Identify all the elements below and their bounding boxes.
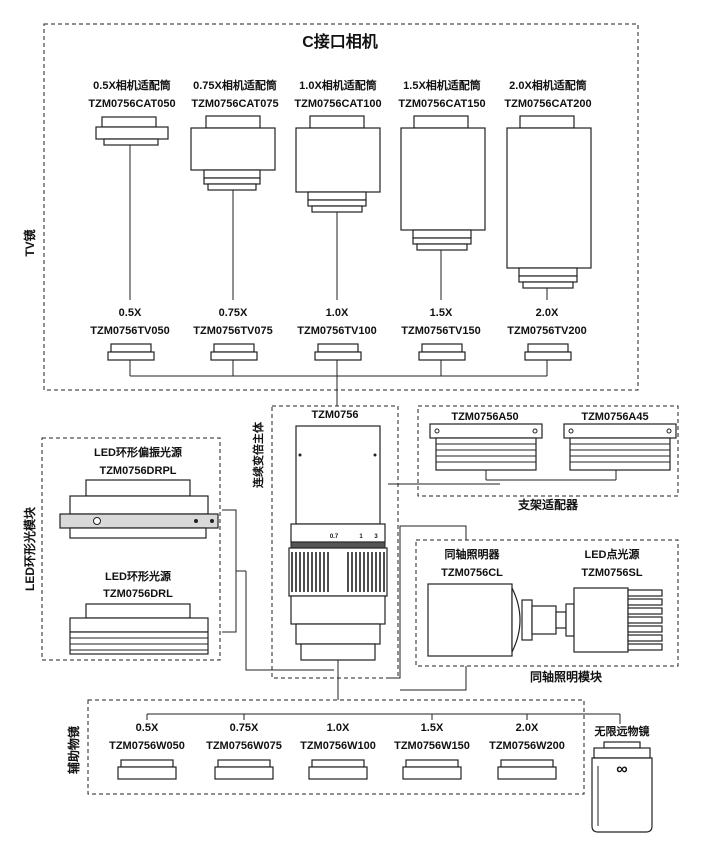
stand-adapter-label: 支架适配器	[517, 497, 579, 512]
aux-objective-bracket	[146, 713, 621, 724]
adapter-name: 1.5X相机适配筒	[403, 78, 481, 92]
led-ring-name: LED环形偏振光源	[94, 445, 182, 459]
coaxial-illuminator-drawing	[427, 583, 567, 657]
aux-objective-drawings	[117, 759, 557, 780]
tv-lens-mag: 0.5X	[119, 307, 142, 319]
stand-adapter-code: TZM0756A50	[451, 411, 518, 423]
aux-objective-side-label: 辅助物镜	[66, 726, 81, 774]
led-ring-code: TZM0756DRPL	[99, 465, 176, 477]
aux-objective-code: TZM0756W100	[300, 740, 376, 752]
tv-lens-mag: 0.75X	[219, 307, 248, 319]
tv-lens-code: TZM0756TV050	[90, 325, 169, 337]
adapter-code: TZM0756CAT050	[88, 98, 175, 110]
aux-objective-mag: 0.5X	[136, 722, 159, 734]
led-ring-side-label: LED环形光模块	[22, 506, 37, 591]
adapter-200-drawing	[506, 115, 592, 289]
aux-objective-mag: 1.5X	[421, 722, 444, 734]
adapter-150-drawing	[400, 115, 486, 251]
coaxial-name: 同轴照明器	[445, 547, 501, 561]
led-ring-code: TZM0756DRL	[103, 588, 173, 600]
adapter-name: 0.75X相机适配筒	[193, 78, 277, 92]
aux-objective-code: TZM0756W050	[109, 740, 185, 752]
tv-lens-bracket	[129, 360, 548, 406]
adapter-name: 0.5X相机适配筒	[93, 78, 171, 92]
aux-objective-code: TZM0756W200	[489, 740, 565, 752]
aux-objective-mag: 1.0X	[327, 722, 350, 734]
led-polarized-ring-drawing	[59, 479, 219, 539]
led-spot-source-drawing	[565, 587, 663, 653]
coaxial-name: LED点光源	[585, 547, 640, 561]
infinity-symbol: ∞	[616, 761, 627, 778]
stand-adapter-drawings	[429, 423, 677, 471]
led-ring-name: LED环形光源	[105, 569, 171, 583]
adapter-code: TZM0756CAT200	[504, 98, 591, 110]
tv-lens-code: TZM0756TV150	[401, 325, 480, 337]
led-ring-connector	[222, 509, 334, 671]
zoom-body-drawing	[288, 425, 388, 661]
adapter-code: TZM0756CAT100	[294, 98, 381, 110]
coaxial-box	[415, 539, 679, 667]
tv-lens-mag: 1.0X	[326, 307, 349, 319]
adapter-075-drawing	[190, 115, 276, 191]
adapter-100-drawing	[295, 115, 381, 213]
infinity-objective-label: 无限远物镜	[594, 724, 650, 738]
adapter-code: TZM0756CAT150	[398, 98, 485, 110]
coaxial-label: 同轴照明模块	[530, 669, 603, 684]
zoom-scale-mark: 3	[374, 534, 378, 540]
aux-objective-code: TZM0756W150	[394, 740, 470, 752]
zoom-scale-mark: 1	[359, 534, 363, 540]
aux-objective-mag: 2.0X	[516, 722, 539, 734]
stand-adapter-code: TZM0756A45	[581, 411, 648, 423]
infinity-objective-drawing	[591, 741, 653, 833]
tv-lens-code: TZM0756TV100	[297, 325, 376, 337]
aux-objective-mag: 0.75X	[230, 722, 259, 734]
led-ring-box	[41, 437, 221, 661]
aux-objective-box	[87, 699, 585, 795]
aux-objective-code: TZM0756W075	[206, 740, 282, 752]
camera-interface-title: C接口相机	[302, 32, 378, 51]
zoom-body-box	[271, 405, 399, 679]
adapter-name: 2.0X相机适配筒	[509, 78, 587, 92]
stand-adapter-connector	[388, 470, 617, 485]
tv-lens-code: TZM0756TV200	[507, 325, 586, 337]
coaxial-code: TZM0756CL	[441, 567, 503, 579]
tv-lens-mag: 1.5X	[430, 307, 453, 319]
tv-module-side-label: TV镜	[22, 229, 37, 256]
coaxial-code: TZM0756SL	[581, 567, 642, 579]
tv-lens-drawings	[107, 343, 572, 361]
tv-module-box	[43, 23, 639, 391]
zoom-scale-mark: 0.7	[330, 534, 339, 540]
adapter-code: TZM0756CAT075	[191, 98, 278, 110]
tv-lens-mag: 2.0X	[536, 307, 559, 319]
tv-lens-code: TZM0756TV075	[193, 325, 272, 337]
led-ring-drawing	[69, 603, 209, 655]
coaxial-connectors	[388, 525, 467, 691]
adapter-lens-connectors	[129, 145, 548, 300]
zoom-body-side-label: 连续变倍主体	[251, 421, 265, 488]
stand-adapter-box	[417, 405, 679, 497]
adapter-name: 1.0X相机适配筒	[299, 78, 377, 92]
zoom-body-code: TZM0756	[311, 409, 358, 421]
adapter-050-drawing	[95, 116, 169, 146]
